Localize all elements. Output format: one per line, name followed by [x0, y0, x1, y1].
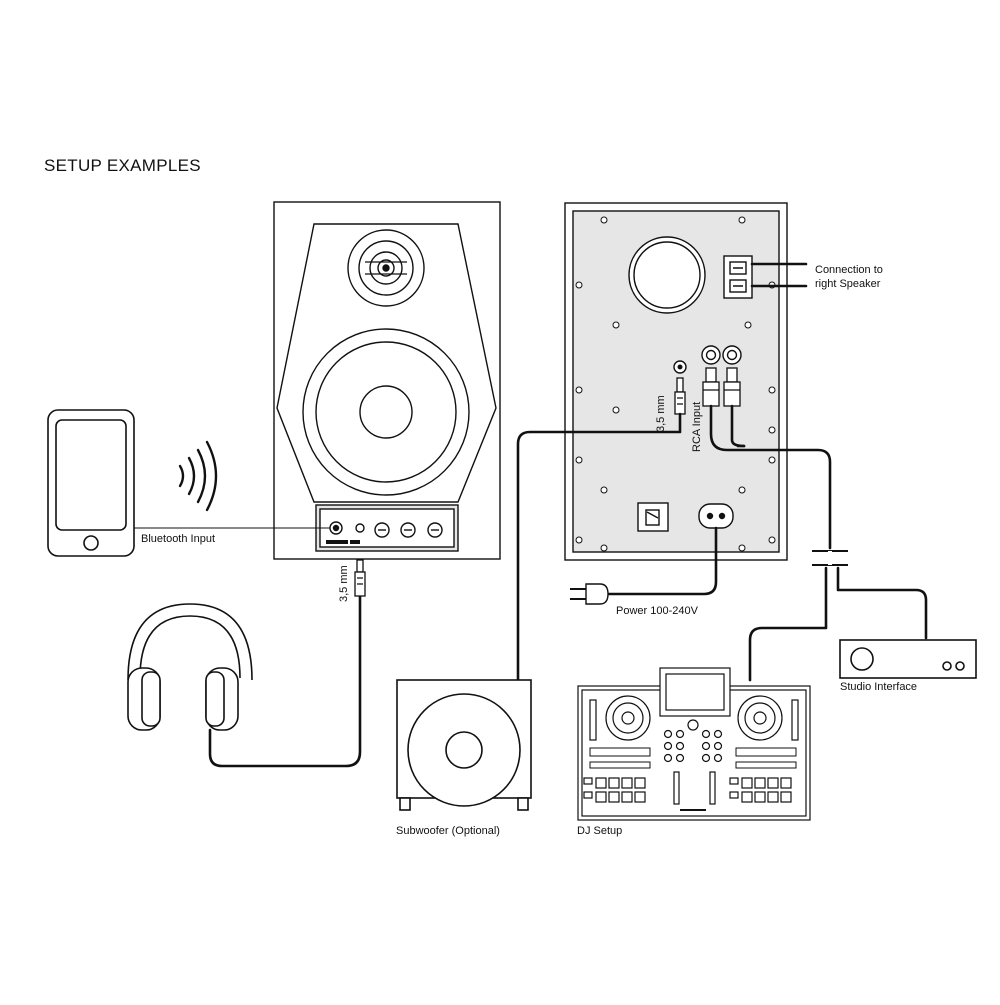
studio-interface — [839, 639, 977, 679]
power-plug — [570, 583, 609, 605]
power-label: Power 100-240V — [616, 605, 699, 617]
aux-jack-label: 3,5 mm — [655, 395, 667, 432]
power-switch — [637, 502, 669, 532]
subwoofer — [396, 679, 532, 811]
tweeter — [347, 229, 425, 307]
speaker-terminals — [723, 255, 753, 299]
front-control-panel — [315, 504, 459, 552]
rca-input-label: RCA Input — [691, 402, 703, 452]
cable-junction — [812, 550, 848, 566]
dj-setup-label: DJ Setup — [577, 825, 622, 837]
cables — [131, 262, 928, 768]
power-socket — [698, 503, 734, 529]
headphone-jack-label: 3,5 mm — [338, 565, 350, 602]
dj-pads-left — [583, 777, 646, 803]
page-title: SETUP EXAMPLES — [44, 156, 201, 175]
rca-jacks — [701, 345, 742, 365]
front-speaker — [273, 201, 501, 560]
connection-label-line2: right Speaker — [815, 278, 881, 290]
rear-plugs — [674, 367, 741, 415]
rear-speaker — [564, 202, 788, 561]
headphone-plug — [354, 559, 366, 597]
subwoofer-label: Subwoofer (Optional) — [396, 825, 500, 837]
dj-pads-right — [729, 777, 792, 803]
bluetooth-waves-icon — [178, 440, 218, 512]
bluetooth-input-label: Bluetooth Input — [141, 533, 215, 545]
dj-controller — [577, 667, 811, 821]
rear-screws — [575, 216, 776, 552]
smartphone — [47, 409, 135, 557]
headphones — [127, 603, 253, 731]
studio-interface-label: Studio Interface — [840, 681, 917, 693]
woofer — [302, 328, 470, 496]
connection-label-line1: Connection to — [815, 264, 883, 276]
